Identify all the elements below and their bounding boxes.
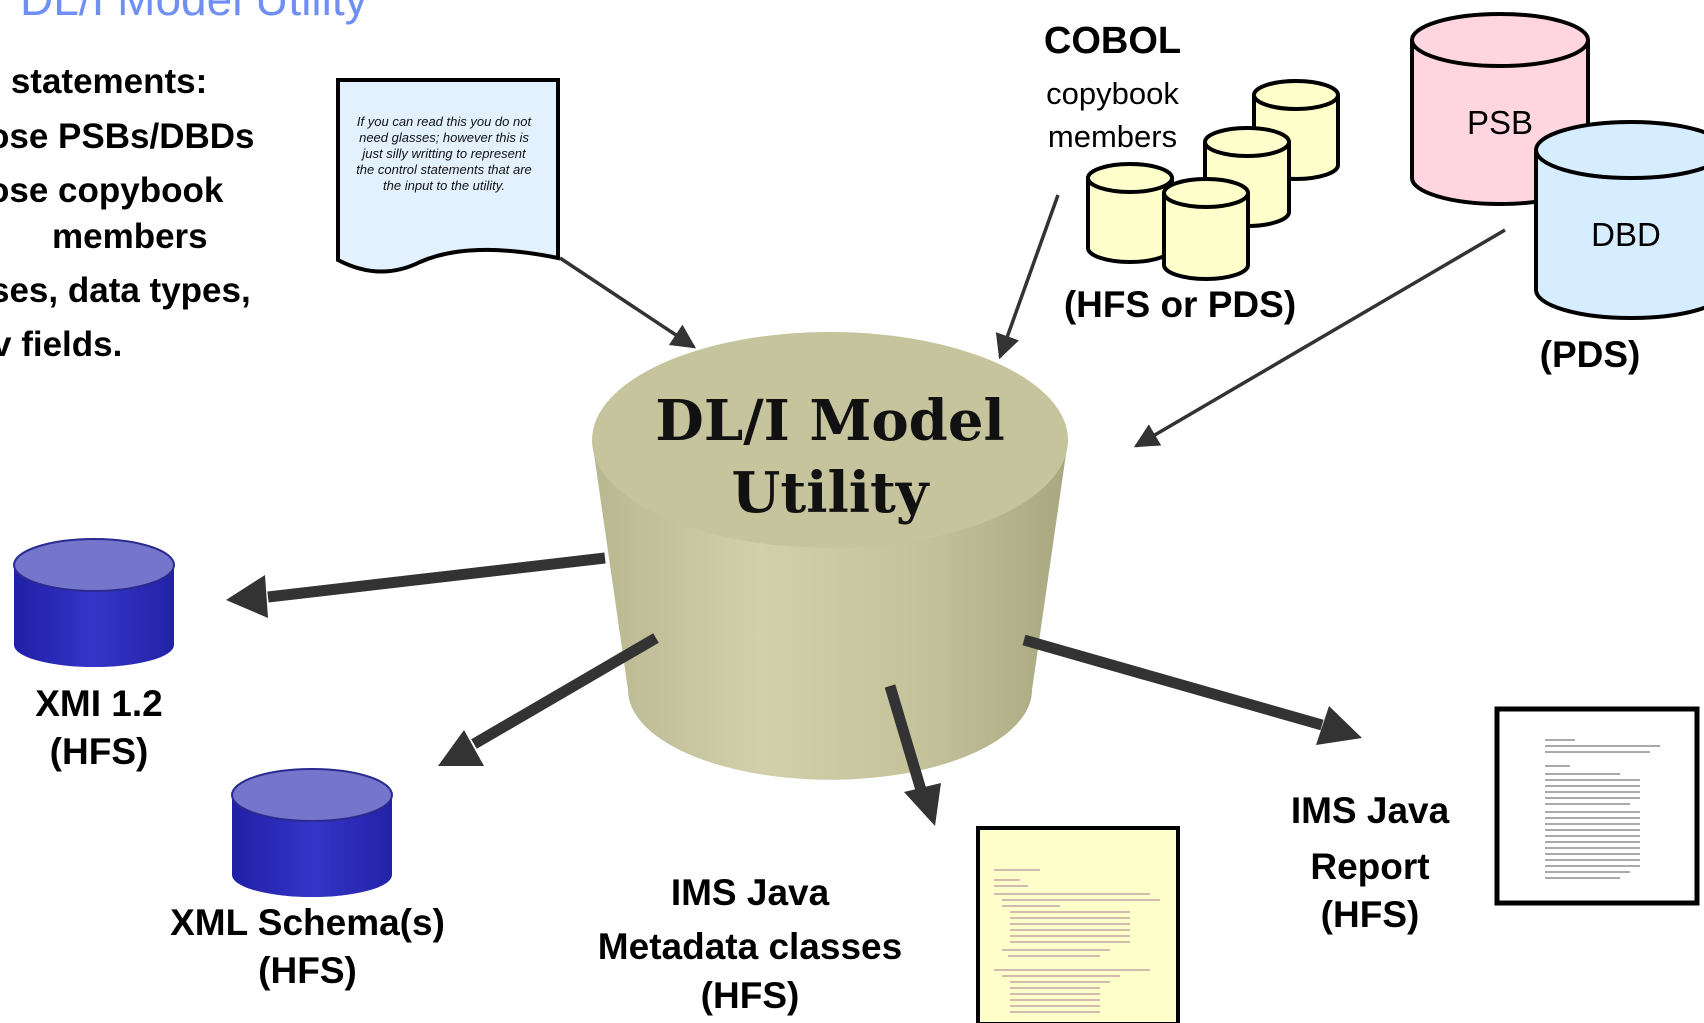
dbd-label: DBD [1591, 216, 1661, 253]
xml-schema-label-line-1: XML Schema(s) [170, 902, 445, 943]
pds-label: (PDS) [1539, 334, 1641, 375]
psb-label: PSB [1466, 104, 1534, 141]
report-label-line-1: IMS Java [1290, 790, 1450, 831]
dbd-cylinder [1534, 120, 1704, 320]
arrow-copybook-to-utility [995, 194, 1060, 360]
copybook-cylinders [1086, 79, 1340, 281]
xml-schema-label-line-2: (HFS) [258, 950, 357, 991]
report-label-line-2: Report [1310, 846, 1430, 887]
report-document [1494, 706, 1700, 906]
control-statements-document [336, 78, 560, 274]
arrow-document-to-utility [559, 256, 697, 349]
utility-title: DL/I Model Utility [630, 385, 1030, 529]
output-arrows [226, 552, 1362, 826]
utility-title-line-1: DL/I Model [655, 388, 1005, 454]
arrow-pds-to-utility [1133, 228, 1506, 448]
xmi-database-icon [13, 538, 175, 667]
control-statements-line-1: ol statements: [0, 62, 208, 101]
metadata-label-line-3: (HFS) [700, 975, 800, 1016]
cobol-heading: COBOL [1043, 20, 1182, 62]
cobol-members-label: members [1047, 119, 1178, 154]
control-statements-line-5: ses, data types, [0, 271, 251, 310]
control-statements-line-6: v fields. [0, 325, 123, 364]
cobol-copybook-label: copybook [1046, 76, 1179, 111]
metadata-label-line-1: IMS Java [670, 872, 830, 913]
cobol-storage-label: (HFS or PDS) [1063, 284, 1297, 325]
metadata-label-line-2: Metadata classes [597, 926, 903, 967]
metadata-code-document [976, 826, 1180, 1023]
page-title: DL/I Model Utility [20, 0, 368, 26]
report-label-line-3: (HFS) [1320, 894, 1420, 935]
utility-title-line-2: Utility [731, 460, 929, 526]
dli-model-utility-drum [592, 332, 1068, 780]
control-statements-line-4: members [52, 217, 208, 256]
xmi-label-line-2: (HFS) [49, 731, 149, 772]
control-statements-line-3: ose copybook [0, 171, 224, 210]
xml-schema-database-icon [231, 768, 393, 897]
xmi-label-line-1: XMI 1.2 [35, 683, 163, 724]
control-statements-line-2: ose PSBs/DBDs [0, 117, 255, 156]
control-statements-note: If you can read this you do not need gla… [356, 114, 532, 193]
